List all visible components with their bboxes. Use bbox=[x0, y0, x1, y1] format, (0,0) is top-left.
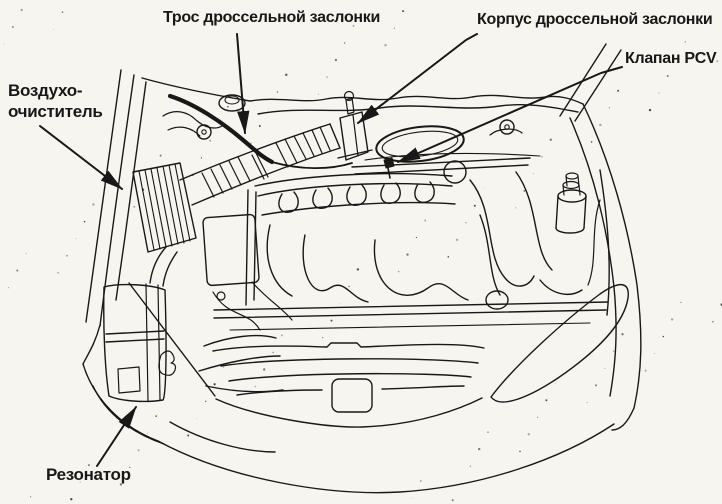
label-air-cleaner-line2: очиститель bbox=[8, 102, 103, 121]
reservoir-shape bbox=[555, 172, 587, 234]
grille-emblem bbox=[331, 378, 373, 413]
right-headlight-shape bbox=[490, 284, 629, 403]
pcv-valve-shape bbox=[383, 157, 395, 179]
leader-throttle-cable bbox=[236, 33, 250, 135]
label-pcv-valve: Клапан PCV bbox=[625, 50, 717, 67]
engine-shape bbox=[202, 160, 610, 331]
resonator-shape bbox=[103, 246, 216, 403]
leader-pcv-valve bbox=[396, 66, 623, 163]
label-throttle-cable: Трос дроссельной заслонки bbox=[163, 9, 381, 26]
intake-duct-shape bbox=[179, 123, 341, 206]
leader-resonator bbox=[96, 405, 137, 467]
label-resonator: Резонатор bbox=[46, 465, 131, 484]
paper-speckles bbox=[3, 8, 722, 502]
grille-and-bumper bbox=[82, 284, 629, 494]
left-headlight-shape bbox=[198, 334, 284, 393]
leader-air-cleaner bbox=[39, 125, 123, 190]
battery-box-shape bbox=[202, 213, 293, 331]
leader-throttle-body bbox=[357, 33, 478, 124]
label-throttle-body: Корпус дроссельной заслонки bbox=[477, 11, 713, 28]
label-air-cleaner-line1: Воздухо- bbox=[8, 81, 83, 100]
throttle-body-shape bbox=[337, 90, 373, 161]
leader-lines bbox=[39, 33, 623, 467]
air-cleaner-shape bbox=[132, 162, 197, 253]
car-body-outline bbox=[85, 43, 642, 431]
throttle-cable-shape bbox=[167, 93, 531, 175]
label-air-cleaner: Воздухо- очиститель bbox=[8, 80, 103, 122]
